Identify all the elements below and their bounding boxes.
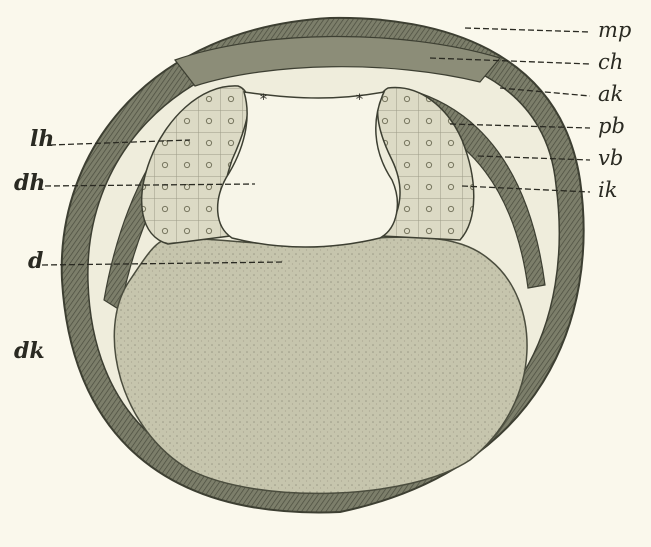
- label-pb: pb: [598, 116, 625, 137]
- label-ak: ak: [598, 84, 623, 105]
- label-ik: ik: [598, 180, 617, 201]
- label-dh: dh: [14, 172, 45, 194]
- label-dk: dk: [14, 340, 45, 362]
- yolk-sac: [114, 237, 527, 493]
- asterisk-mark-right: *: [356, 92, 363, 108]
- label-lh: lh: [30, 128, 54, 150]
- asterisk-mark-left: *: [260, 92, 267, 108]
- label-ch: ch: [598, 52, 623, 73]
- leader-mp: [465, 28, 590, 32]
- label-vb: vb: [598, 148, 623, 169]
- label-mp: mp: [598, 20, 631, 41]
- label-d: d: [28, 250, 43, 272]
